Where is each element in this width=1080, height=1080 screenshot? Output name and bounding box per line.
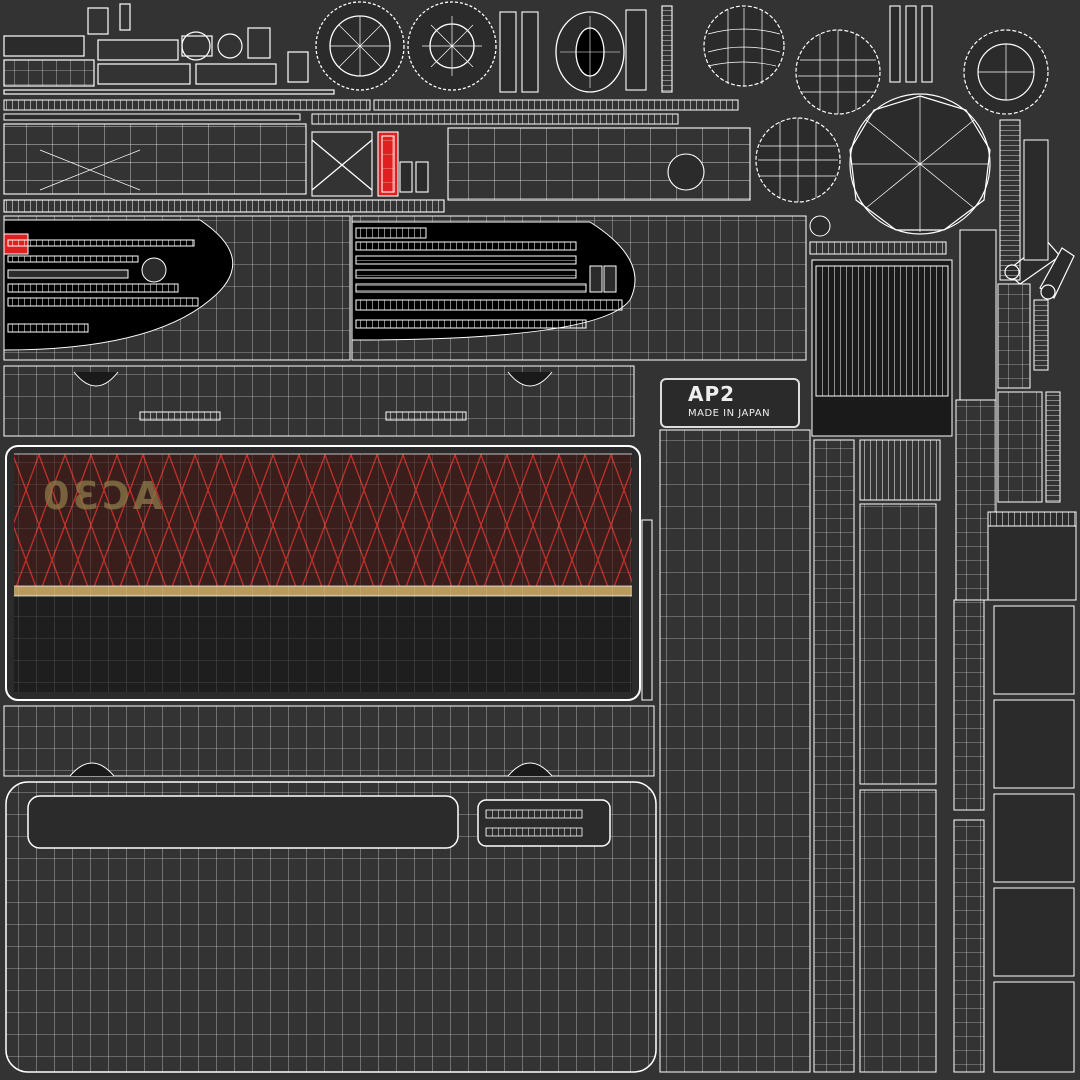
- grille-brand-logo: AC30: [40, 474, 163, 518]
- panel-row-2: [3, 123, 751, 213]
- radiator-block: [811, 229, 1049, 437]
- back-panel: [5, 781, 657, 1073]
- gear-circles: [315, 1, 625, 93]
- sphere-circles: [703, 5, 1049, 235]
- origin-label-text: MADE IN JAPAN: [688, 408, 771, 419]
- grille-panel: [5, 445, 641, 701]
- model-label-text: AP2: [688, 382, 736, 406]
- mid-panel: [3, 215, 947, 361]
- long-bars: [3, 99, 739, 125]
- model-label-plate: AP2 MADE IN JAPAN: [660, 378, 800, 428]
- thin-strips-top: [499, 5, 933, 93]
- right-columns: [953, 119, 1077, 1073]
- top-left-islands: [3, 3, 335, 95]
- cabinet-mid-strip: [3, 705, 655, 777]
- tall-grid-columns: [641, 429, 941, 1073]
- cabinet-top-strip: [3, 365, 635, 437]
